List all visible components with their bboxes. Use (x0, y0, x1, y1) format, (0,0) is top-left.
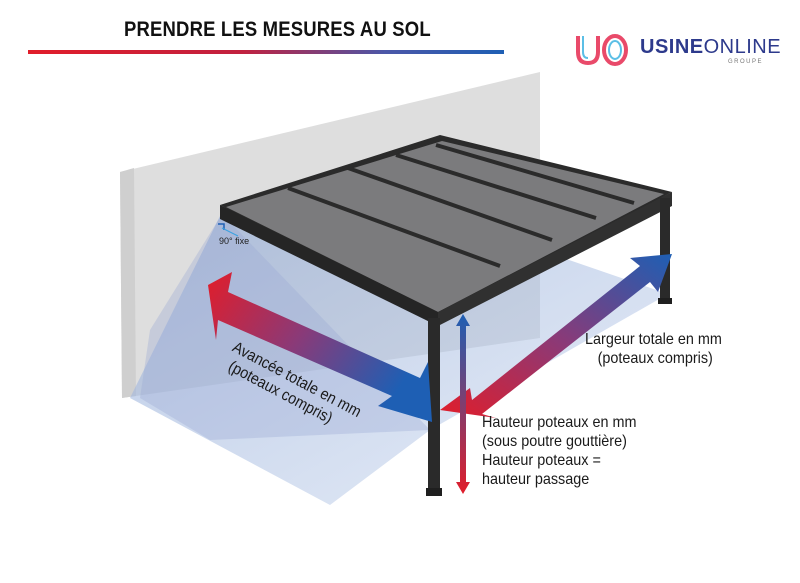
angle-label: 90° fixe (219, 236, 250, 246)
angle-marker-icon (218, 223, 225, 230)
hauteur-line3: Hauteur poteaux = (482, 452, 601, 469)
arrow-avancee (208, 272, 432, 422)
ground-shadow (130, 212, 668, 505)
post-right-foot (658, 298, 672, 304)
hauteur-line2: (sous poutre gouttière) (482, 433, 627, 450)
arrow-hauteur (456, 314, 470, 494)
logo-text: USINEONLINE (640, 36, 781, 59)
post-front-foot (426, 488, 442, 496)
hauteur-label: Hauteur poteaux en mm (sous poutre goutt… (482, 413, 636, 489)
largeur-line1: Largeur totale en mm (585, 331, 722, 348)
page-title: PRENDRE LES MESURES AU SOL (124, 18, 431, 41)
post-front (428, 318, 440, 492)
pergola-roof (220, 135, 672, 326)
hauteur-line1: Hauteur poteaux en mm (482, 414, 637, 431)
logo-brand-light: ONLINE (703, 36, 782, 58)
logo-subtitle: GROUPE (728, 59, 764, 65)
largeur-label: Largeur totale en mm (poteaux compris) (585, 330, 722, 368)
hauteur-line4: hauteur passage (482, 471, 590, 488)
post-right (660, 198, 670, 302)
arrow-largeur (440, 254, 672, 418)
title-underline (28, 50, 504, 54)
logo-brand-bold: USINE (640, 36, 704, 58)
logo-icon (576, 34, 628, 66)
largeur-line2: (poteaux compris) (597, 350, 713, 367)
